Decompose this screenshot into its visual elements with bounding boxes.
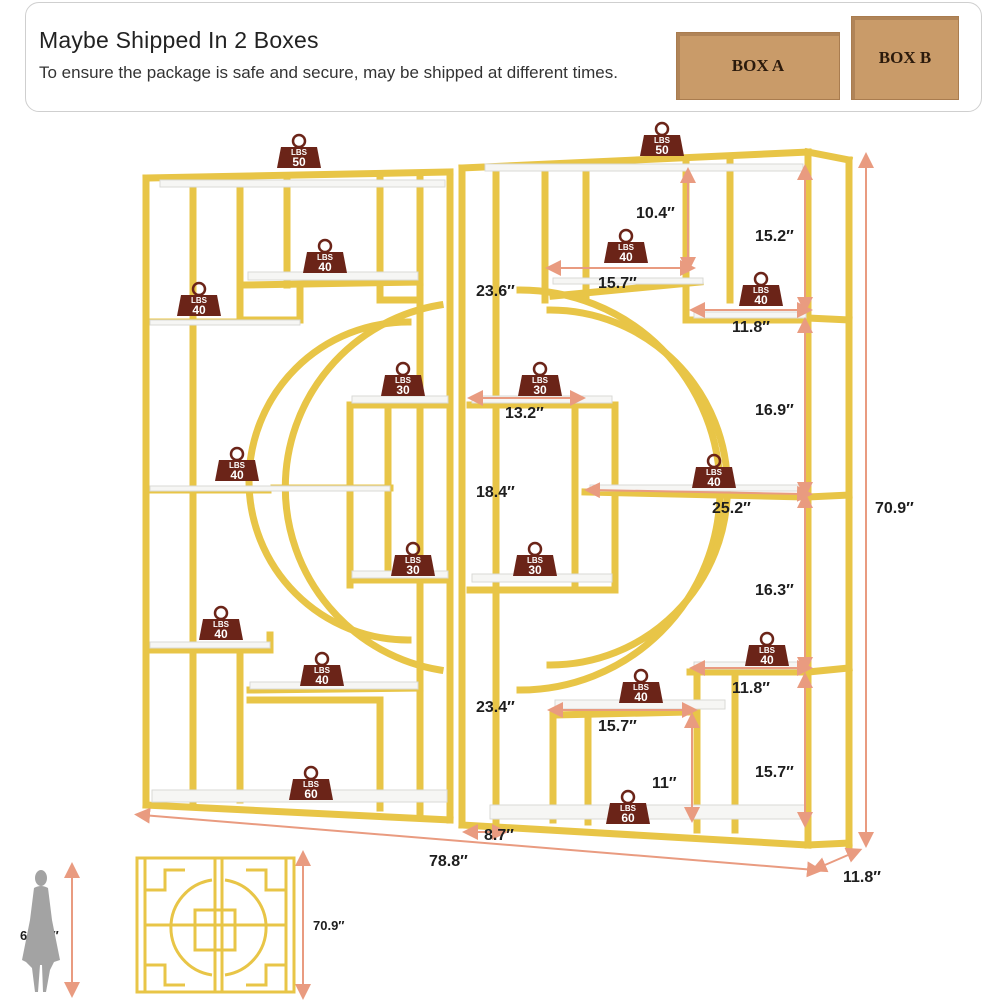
dim-10-4: 10.4″ bbox=[636, 205, 675, 222]
svg-text:40: 40 bbox=[315, 673, 329, 687]
weight-tag: LBS 60 bbox=[289, 765, 333, 801]
svg-text:LBS: LBS bbox=[229, 461, 246, 470]
svg-text:60: 60 bbox=[304, 787, 318, 801]
shelf-thumbnail bbox=[135, 856, 296, 994]
weight-tag: LBS 40 bbox=[604, 228, 648, 264]
weight-tag: LBS 40 bbox=[300, 651, 344, 687]
svg-text:LBS: LBS bbox=[303, 780, 320, 789]
dim-11-8-top: 11.8″ bbox=[732, 319, 770, 336]
dim-11: 11″ bbox=[652, 775, 677, 792]
svg-text:30: 30 bbox=[533, 383, 547, 397]
svg-text:LBS: LBS bbox=[620, 804, 637, 813]
dimension-arrows bbox=[64, 152, 874, 1000]
banner-subtitle: To ensure the package is safe and secure… bbox=[39, 63, 618, 82]
weight-tag: LBS 30 bbox=[513, 541, 557, 577]
svg-text:LBS: LBS bbox=[213, 620, 230, 629]
svg-text:40: 40 bbox=[230, 468, 244, 482]
weight-tag: LBS 40 bbox=[215, 446, 259, 482]
svg-text:LBS: LBS bbox=[527, 556, 544, 565]
weight-tag: LBS 40 bbox=[619, 668, 663, 704]
svg-text:LBS: LBS bbox=[633, 683, 650, 692]
dim-15-7-low: 15.7″ bbox=[598, 718, 637, 735]
weight-tag: LBS 40 bbox=[739, 271, 783, 307]
svg-text:40: 40 bbox=[192, 303, 206, 317]
weight-tag: LBS 40 bbox=[745, 631, 789, 667]
weight-tag: LBS 30 bbox=[381, 361, 425, 397]
dim-18-4: 18.4″ bbox=[476, 484, 515, 501]
svg-text:40: 40 bbox=[619, 250, 633, 264]
svg-text:30: 30 bbox=[528, 563, 542, 577]
weight-tag: LBS 50 bbox=[640, 121, 684, 157]
svg-text:40: 40 bbox=[214, 627, 228, 641]
svg-text:LBS: LBS bbox=[405, 556, 422, 565]
svg-text:40: 40 bbox=[707, 475, 721, 489]
svg-text:40: 40 bbox=[318, 260, 332, 274]
dim-16-3: 16.3″ bbox=[755, 582, 794, 599]
dim-15-2: 15.2″ bbox=[755, 228, 794, 245]
dim-15-7-top: 15.7″ bbox=[598, 275, 637, 292]
weight-tag: LBS 30 bbox=[391, 541, 435, 577]
left-shelf-unit bbox=[142, 168, 454, 824]
dim-11-8-depth: 11.8″ bbox=[843, 869, 881, 886]
svg-text:LBS: LBS bbox=[395, 376, 412, 385]
weight-tag: LBS 40 bbox=[692, 453, 736, 489]
svg-text:LBS: LBS bbox=[291, 148, 308, 157]
dim-23-6: 23.6″ bbox=[476, 283, 515, 300]
svg-text:40: 40 bbox=[634, 690, 648, 704]
person-silhouette-icon bbox=[22, 870, 60, 992]
dim-8-7: 8.7″ bbox=[484, 827, 514, 844]
svg-text:LBS: LBS bbox=[753, 286, 770, 295]
svg-text:60: 60 bbox=[621, 811, 635, 825]
weight-tag: LBS 60 bbox=[606, 789, 650, 825]
weight-tag: LBS 50 bbox=[277, 133, 321, 169]
dim-15-7-right: 15.7″ bbox=[755, 764, 794, 781]
svg-text:LBS: LBS bbox=[317, 253, 334, 262]
dim-25-2: 25.2″ bbox=[712, 500, 751, 517]
dim-11-8-low: 11.8″ bbox=[732, 680, 770, 697]
svg-text:50: 50 bbox=[292, 155, 306, 169]
svg-text:40: 40 bbox=[754, 293, 768, 307]
weight-tag: LBS 30 bbox=[518, 361, 562, 397]
weight-tag: LBS 40 bbox=[177, 281, 221, 317]
svg-text:LBS: LBS bbox=[759, 646, 776, 655]
box-a-label: BOX A bbox=[731, 56, 785, 75]
dim-16-9: 16.9″ bbox=[755, 402, 794, 419]
svg-text:50: 50 bbox=[655, 143, 669, 157]
weight-tags: LBS 50 LBS 50 LBS 40 LBS 40 LBS 30 bbox=[177, 121, 789, 825]
svg-text:LBS: LBS bbox=[532, 376, 549, 385]
dim-23-4: 23.4″ bbox=[476, 699, 515, 716]
svg-text:LBS: LBS bbox=[618, 243, 635, 252]
weight-tag: LBS 40 bbox=[303, 238, 347, 274]
box-b-illustration: BOX B bbox=[851, 16, 959, 100]
box-a-illustration: BOX A bbox=[676, 32, 840, 100]
svg-text:LBS: LBS bbox=[314, 666, 331, 675]
svg-text:30: 30 bbox=[396, 383, 410, 397]
dim-13-2: 13.2″ bbox=[505, 405, 544, 422]
svg-text:LBS: LBS bbox=[191, 296, 208, 305]
banner-title: Maybe Shipped In 2 Boxes bbox=[39, 27, 319, 53]
dim-thumb-height: 70.9″ bbox=[313, 918, 345, 933]
dim-70-9: 70.9″ bbox=[875, 500, 914, 517]
dim-78-8: 78.8″ bbox=[429, 853, 468, 870]
svg-text:LBS: LBS bbox=[654, 136, 671, 145]
svg-text:30: 30 bbox=[406, 563, 420, 577]
right-shelf-unit bbox=[458, 147, 854, 849]
box-b-label: BOX B bbox=[878, 48, 932, 67]
weight-tag: LBS 40 bbox=[199, 605, 243, 641]
svg-text:LBS: LBS bbox=[706, 468, 723, 477]
svg-text:40: 40 bbox=[760, 653, 774, 667]
